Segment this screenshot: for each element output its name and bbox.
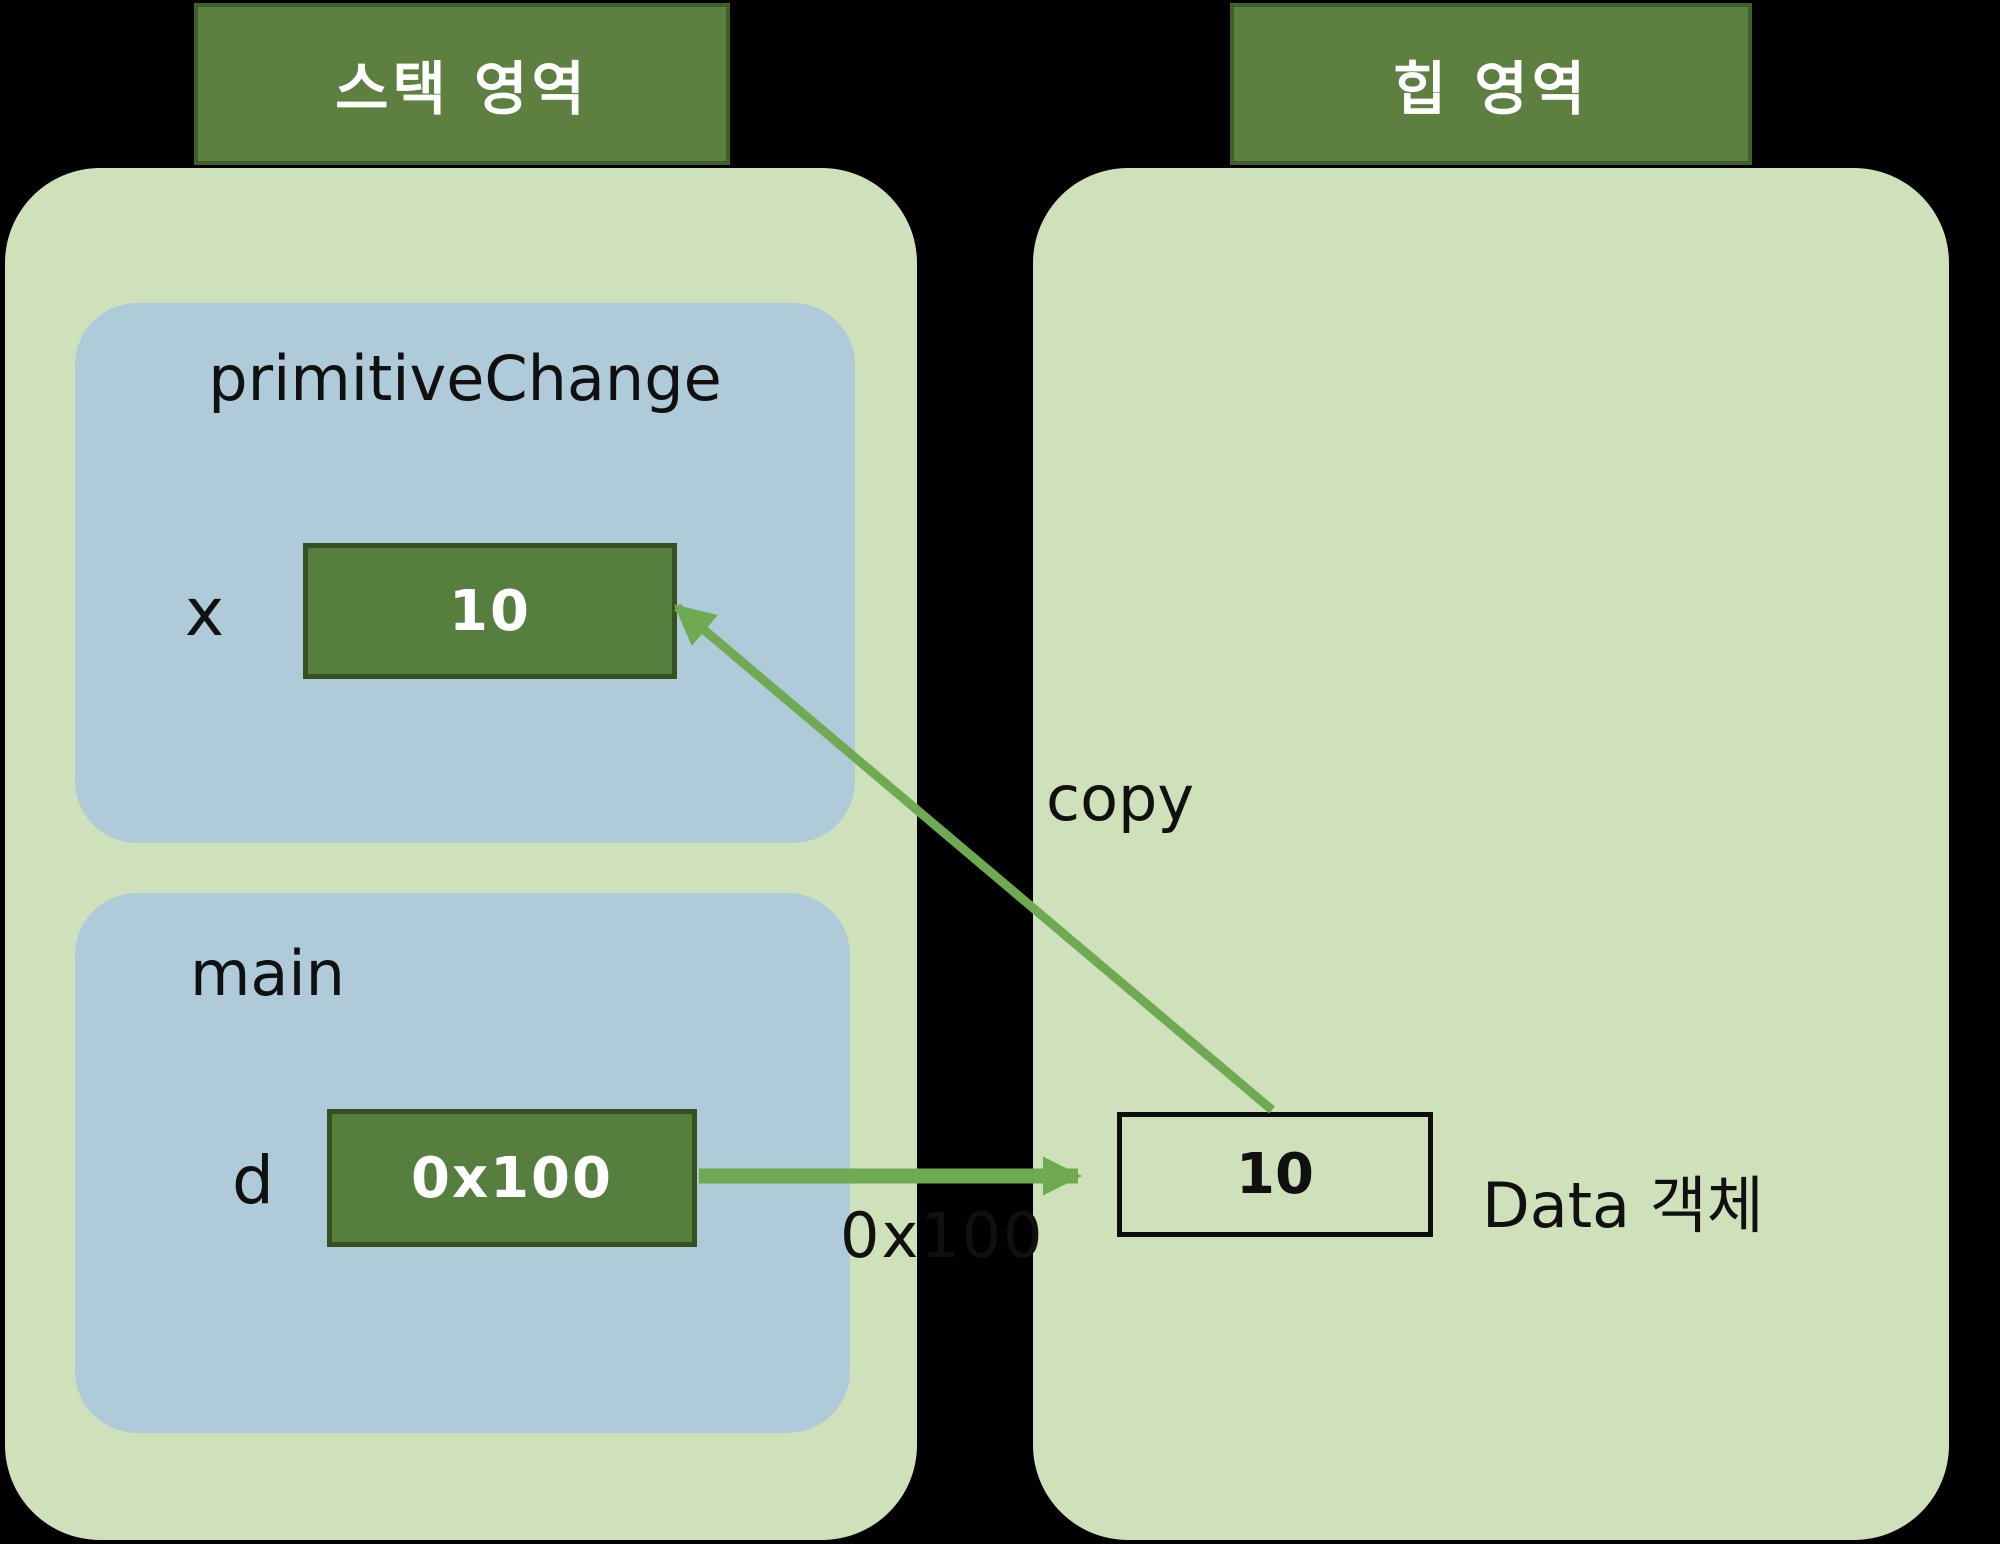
stack-frame-primitive-change-title: primitiveChange: [208, 342, 722, 415]
variable-x-value-box: 10: [303, 543, 677, 679]
stack-frame-main-title: main: [190, 937, 345, 1010]
reference-arrow-address-label: 0x100: [840, 1199, 1045, 1272]
stack-region-header: 스택 영역: [194, 3, 730, 165]
heap-region-panel: [1033, 168, 1949, 1540]
copy-arrow-label: copy: [1046, 762, 1195, 835]
variable-d-value-box: 0x100: [327, 1109, 697, 1247]
variable-d-name: d: [232, 1142, 274, 1219]
heap-data-object-box: 10: [1117, 1112, 1433, 1237]
heap-data-object-label: Data 객체: [1482, 1169, 1764, 1242]
heap-region-header: 힙 영역: [1230, 3, 1752, 165]
variable-x-name: x: [185, 574, 225, 651]
